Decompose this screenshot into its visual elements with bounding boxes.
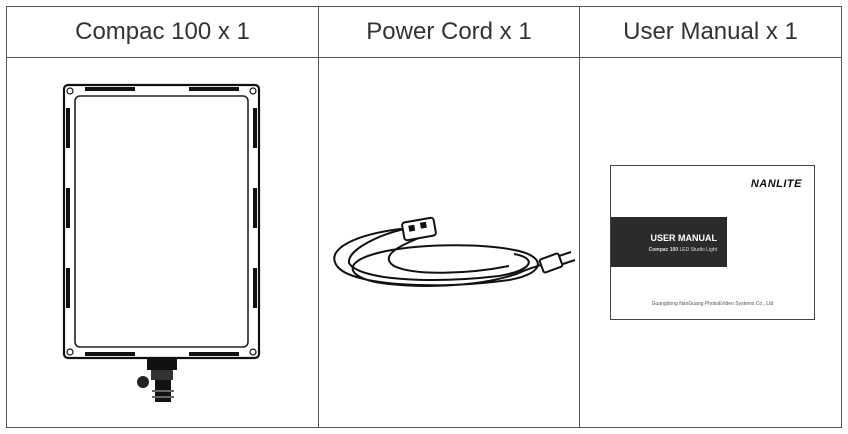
led-panel-illustration (62, 83, 261, 402)
manual-title-band: USER MANUAL Compac 100 LED Studio Light (611, 217, 727, 267)
cell-power-cord (319, 58, 579, 427)
manual-subtitle: LED Studio Light (679, 247, 717, 253)
column-divider-2 (579, 7, 580, 427)
manual-brand-logo: NANLITE (750, 178, 802, 190)
header-power-cord: Power Cord x 1 (366, 18, 532, 45)
header-divider (7, 57, 841, 58)
power-cord-illustration (333, 216, 576, 287)
manual-model: Compac 100 (648, 247, 679, 253)
manual-title: USER MANUAL (650, 233, 718, 243)
package-contents-table: Compac 100 x 1 Power Cord x 1 User Manua… (6, 6, 842, 428)
header-user-manual: User Manual x 1 (623, 18, 798, 45)
column-divider-1 (318, 7, 319, 427)
cell-user-manual: NANLITE USER MANUAL Compac 100 LED Studi… (580, 58, 841, 427)
header-compac-100: Compac 100 x 1 (75, 18, 250, 45)
manual-model-line: Compac 100 LED Studio Light (649, 247, 717, 253)
cell-compac-100 (7, 58, 318, 427)
manual-footer: Guangdong NanGuang Photo&Video Systems C… (651, 301, 774, 307)
panel-diffuser (74, 95, 249, 348)
manual-cover: NANLITE USER MANUAL Compac 100 LED Studi… (610, 165, 815, 320)
